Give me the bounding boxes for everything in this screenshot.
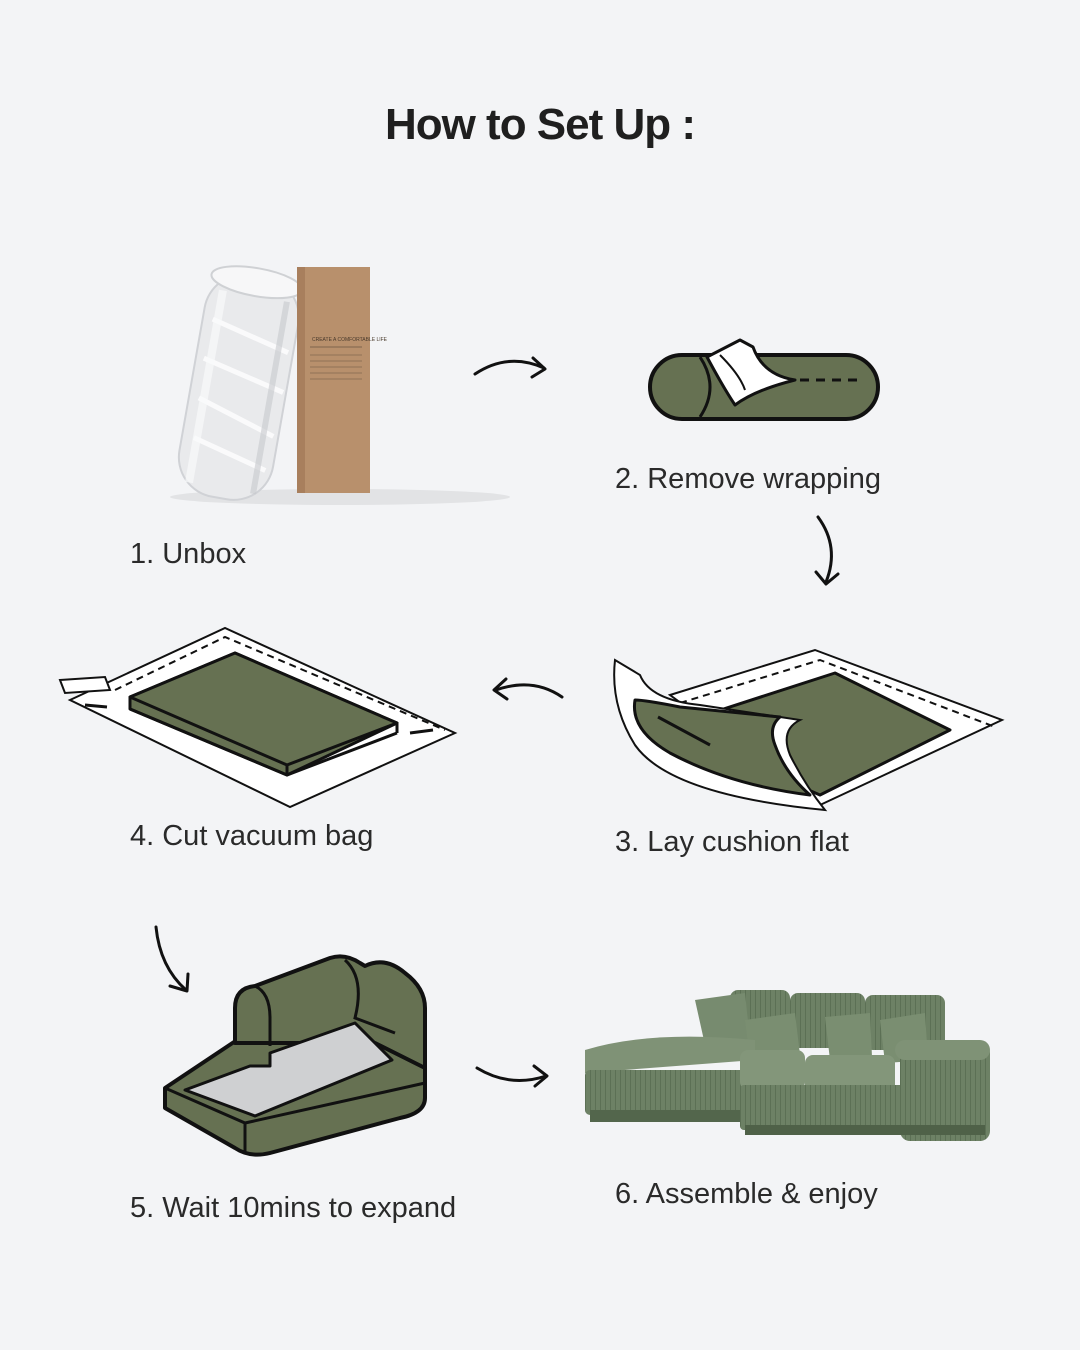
cushion-in-vacuum-bag-icon xyxy=(58,626,458,809)
step-5-label: 5. Wait 10mins to expand xyxy=(130,1192,457,1224)
step-4-label: 4. Cut vacuum bag xyxy=(130,820,374,852)
step-3-label: 3. Lay cushion flat xyxy=(615,826,849,858)
step-2-illustration xyxy=(645,335,885,425)
box-print: CREATE A COMFORTABLE LIFE xyxy=(312,337,388,343)
arrow-right-icon-2 xyxy=(472,1058,557,1090)
step-3-illustration xyxy=(610,645,1010,815)
arrow-right-icon xyxy=(470,352,555,384)
step-2-label: 2. Remove wrapping xyxy=(615,463,881,495)
arrow-left-icon xyxy=(488,675,568,705)
page-title: How to Set Up : xyxy=(384,100,696,149)
sectional-sofa-photo xyxy=(585,990,990,1141)
cushion-unroll-icon xyxy=(613,648,1005,812)
step-4-illustration xyxy=(55,625,460,810)
cardboard-box-icon: CREATE A COMFORTABLE LIFE xyxy=(297,267,388,493)
step-6-illustration xyxy=(580,985,995,1150)
wrapped-roll-icon xyxy=(177,265,304,501)
rolled-cushion-unwrap-icon xyxy=(648,338,880,421)
arrow-down-right-icon xyxy=(150,922,200,994)
step-6-label: 6. Assemble & enjoy xyxy=(615,1178,878,1210)
step-5-illustration xyxy=(160,948,430,1163)
step-1-illustration: CREATE A COMFORTABLE LIFE xyxy=(160,255,520,515)
expanded-chaise-icon xyxy=(163,954,427,1157)
arrow-down-icon xyxy=(808,512,848,590)
step-1-label: 1. Unbox xyxy=(130,538,247,570)
